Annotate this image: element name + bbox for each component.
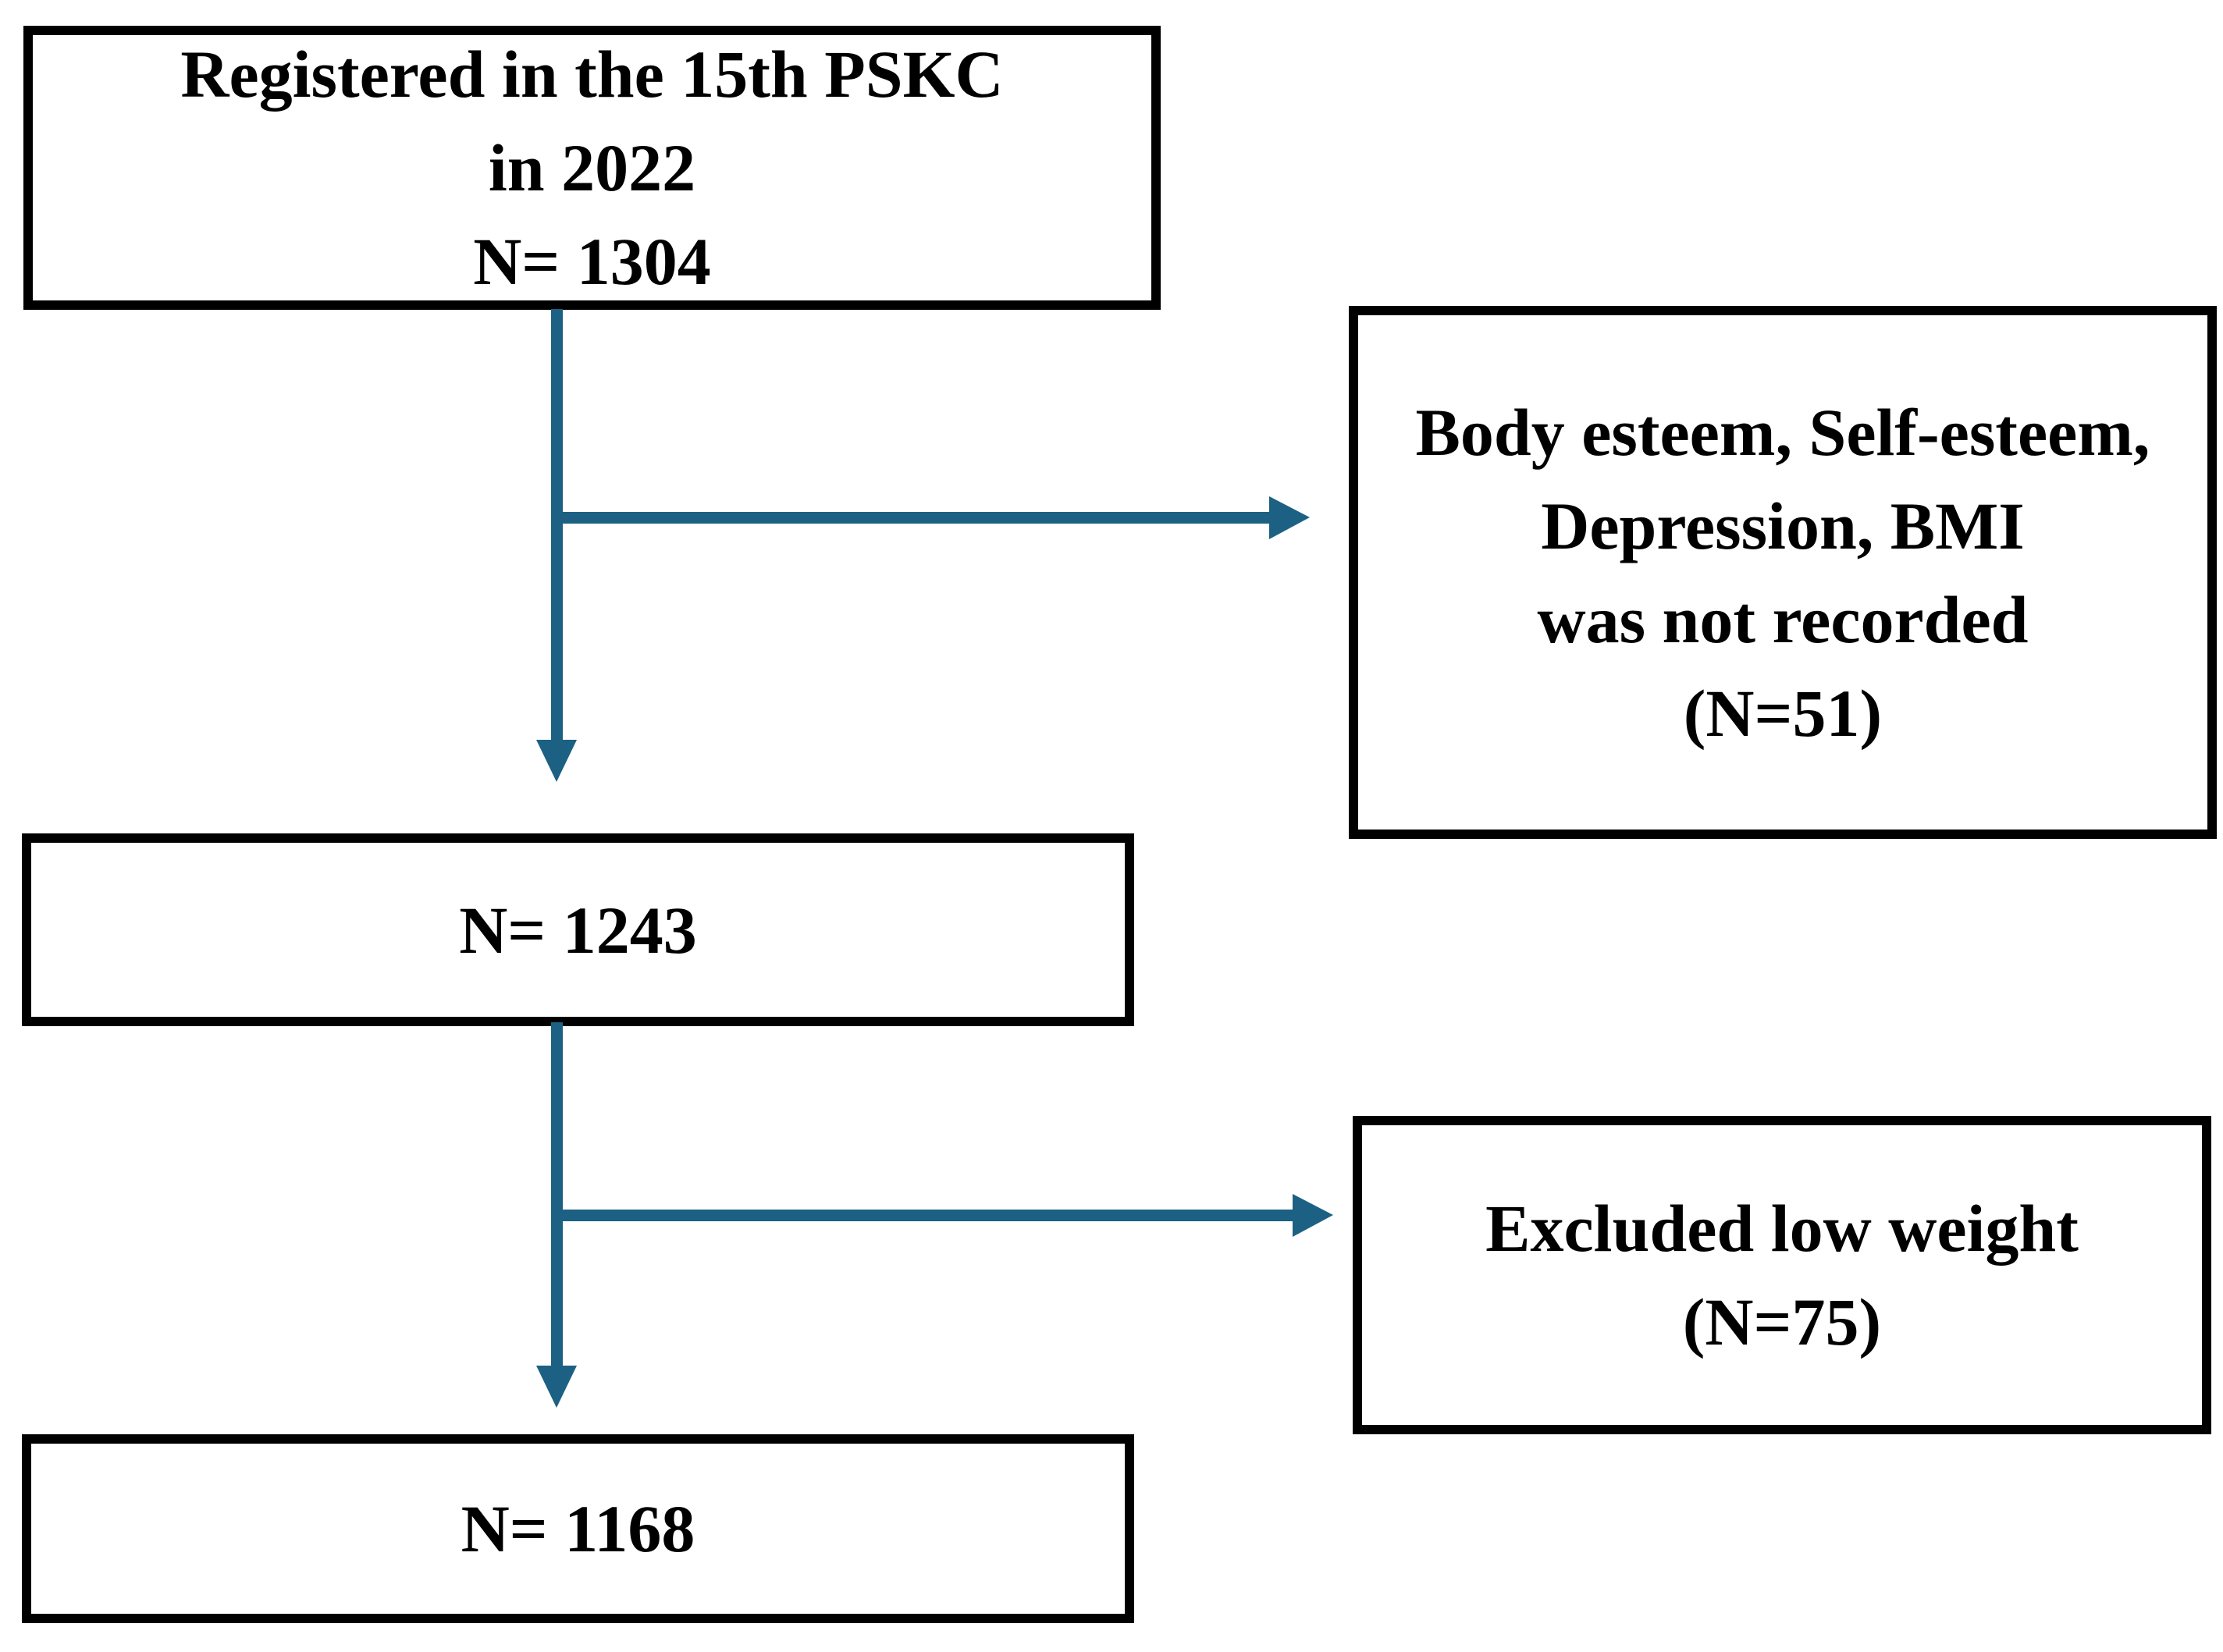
arrow-branch-to-low-weight xyxy=(551,1194,1333,1237)
arrow-registered-to-1243 xyxy=(536,309,577,782)
box-excluded-not-recorded: Body esteem, Self-esteem, Depression, BM… xyxy=(1349,306,2217,839)
box-registered-line-2: in 2022 xyxy=(488,130,696,205)
arrow-registered-to-1243-shaft xyxy=(551,309,563,741)
box-registered-count: N= 1304 xyxy=(473,224,711,299)
box-after-missing-excluded: N= 1243 xyxy=(22,833,1134,1026)
box-excluded-low-weight-line-1: Excluded low weight xyxy=(1485,1191,2079,1266)
box-after-missing-excluded-count: N= 1243 xyxy=(459,892,697,968)
box-excluded-not-recorded-line-1: Body esteem, Self-esteem, xyxy=(1415,394,2150,470)
arrow-down-icon xyxy=(536,740,577,782)
box-final-sample: N= 1168 xyxy=(22,1434,1134,1623)
box-excluded-low-weight-count: (N=75) xyxy=(1682,1284,1882,1359)
box-final-sample-count: N= 1168 xyxy=(461,1491,695,1566)
arrow-right-icon xyxy=(1293,1194,1333,1237)
arrow-branch-to-not-recorded-shaft xyxy=(551,512,1269,524)
box-registered-line-1: Registered in the 15th PSKC xyxy=(180,37,1004,112)
box-excluded-not-recorded-count: (N=51) xyxy=(1683,675,1883,751)
arrow-right-icon xyxy=(1269,496,1310,539)
arrow-down-icon xyxy=(536,1366,577,1408)
box-excluded-not-recorded-line-2: Depression, BMI xyxy=(1541,488,2025,563)
box-registered: Registered in the 15th PSKC in 2022 N= 1… xyxy=(23,26,1161,310)
arrow-1243-to-1168 xyxy=(536,1022,577,1408)
box-excluded-low-weight: Excluded low weight (N=75) xyxy=(1353,1116,2211,1434)
box-excluded-not-recorded-line-3: was not recorded xyxy=(1537,581,2029,657)
arrow-1243-to-1168-shaft xyxy=(551,1022,563,1367)
arrow-branch-to-low-weight-shaft xyxy=(551,1210,1293,1221)
arrow-branch-to-not-recorded xyxy=(551,496,1310,539)
